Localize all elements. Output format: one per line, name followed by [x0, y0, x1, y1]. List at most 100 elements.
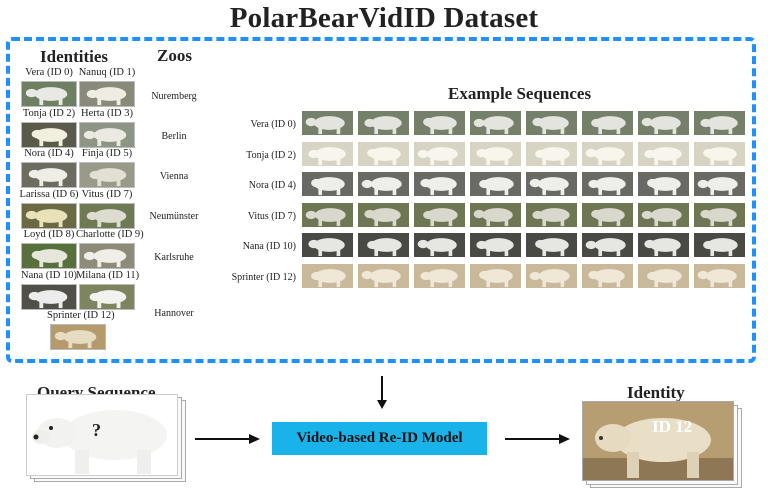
- sequence-frame: [469, 140, 522, 167]
- sequence-frame: [413, 110, 466, 136]
- zoos-header: Zoos: [157, 46, 192, 65]
- sequence-frame: [525, 140, 578, 167]
- identity-thumbnail: [21, 283, 77, 310]
- polar-bear-image: [526, 202, 577, 227]
- identity-header: Identity: [627, 383, 685, 402]
- identity-thumbnail: [79, 283, 135, 310]
- identity-label: Loyd (ID 8): [23, 229, 75, 240]
- sequence-frame: [301, 140, 354, 167]
- polar-bear-image: [22, 163, 76, 187]
- sequence-frame: [301, 110, 354, 136]
- polar-bear-image: [694, 202, 745, 227]
- polar-bear-image: [694, 141, 745, 166]
- polar-bear-image: [358, 233, 409, 257]
- polar-bear-image: [582, 141, 633, 166]
- polar-bear-image: [358, 141, 409, 166]
- polar-bear-image: [80, 122, 134, 147]
- polar-bear-image: [638, 233, 689, 257]
- polar-bear-image: [638, 263, 689, 288]
- sequence-frame: [357, 201, 410, 228]
- sequence-frame: [469, 201, 522, 228]
- sequence-frame: [581, 201, 634, 228]
- identity-thumbnail: [79, 81, 135, 107]
- dataset-panel: [6, 37, 756, 363]
- polar-bear-image: [302, 141, 353, 166]
- sequences-header: Example Sequences: [448, 84, 592, 103]
- polar-bear-image: [638, 141, 689, 166]
- sequence-frame: [693, 171, 746, 197]
- polar-bear-image: [80, 82, 134, 106]
- sequence-frame: [469, 232, 522, 258]
- zoo-label: Neumünster: [149, 211, 199, 222]
- sequence-frame: [357, 262, 410, 289]
- identity-label: Nanuq (ID 1): [78, 67, 136, 78]
- polar-bear-image: [470, 111, 521, 135]
- polar-bear-image: [51, 325, 105, 349]
- polar-bear-image: [470, 172, 521, 196]
- identity-label: Nora (ID 4): [24, 148, 74, 159]
- polar-bear-image: [470, 141, 521, 166]
- sequence-frame: [693, 232, 746, 258]
- sequence-frame: [301, 201, 354, 228]
- sequence-frame: [637, 110, 690, 136]
- sequence-frame: [693, 140, 746, 167]
- identity-thumbnail: [21, 162, 77, 188]
- polar-bear-image: [302, 202, 353, 227]
- polar-bear-image: [694, 263, 745, 288]
- identity-thumbnail: [79, 243, 135, 269]
- polar-bear-image: [638, 111, 689, 135]
- identity-thumbnail: [79, 162, 135, 188]
- polar-bear-image: [22, 82, 76, 106]
- sequence-frame: [357, 140, 410, 167]
- polar-bear-image: [470, 263, 521, 288]
- polar-bear-image: [526, 111, 577, 135]
- sequence-frame: [581, 262, 634, 289]
- polar-bear-image: [694, 172, 745, 196]
- polar-bear-image: [358, 263, 409, 288]
- polar-bear-image: [694, 111, 745, 135]
- identity-label: Finja (ID 5): [81, 148, 133, 159]
- identity-thumbnail: [21, 121, 77, 148]
- polar-bear-image: [22, 122, 76, 147]
- sequence-frame: [525, 110, 578, 136]
- polar-bear-image: [414, 233, 465, 257]
- identity-label: Larissa (ID 6): [19, 188, 79, 200]
- sequence-frame: [357, 110, 410, 136]
- polar-bear-image: [638, 202, 689, 227]
- sequence-frame: [693, 110, 746, 136]
- identity-result: ID 12: [652, 417, 693, 436]
- polar-bear-image: [638, 172, 689, 196]
- sequence-label: Nora (ID 4): [248, 180, 296, 191]
- sequence-frame: [301, 262, 354, 289]
- right-arrow-icon: [195, 434, 260, 444]
- polar-bear-image: [470, 202, 521, 227]
- identity-label: Vitus (ID 7): [81, 188, 133, 200]
- identity-label: Herta (ID 3): [81, 107, 133, 119]
- identity-label: Charlotte (ID 9): [76, 229, 144, 240]
- polar-bear-image: [414, 172, 465, 196]
- polar-bear-image: [414, 202, 465, 227]
- sequence-frame: [693, 262, 746, 289]
- identity-label: Sprinter (ID 12): [47, 310, 115, 321]
- identity-label: Vera (ID 0): [25, 67, 73, 78]
- sequence-label: Nana (ID 10): [242, 241, 296, 252]
- sequence-frame: [413, 140, 466, 167]
- polar-bear-image: [80, 284, 134, 309]
- polar-bear-image: [526, 233, 577, 257]
- reid-model-box: Video-based Re-ID Model: [272, 422, 487, 455]
- polar-bear-image: [80, 203, 134, 228]
- sequence-frame: [301, 171, 354, 197]
- identities-header: Identities: [40, 47, 108, 66]
- sequence-label: Vera (ID 0): [250, 119, 296, 130]
- identity-label: Milana (ID 11): [76, 269, 140, 281]
- polar-bear-image: [582, 263, 633, 288]
- zoo-label: Nuremberg: [151, 91, 197, 102]
- zoo-label: Karlsruhe: [154, 252, 194, 263]
- sequence-frame: [693, 201, 746, 228]
- polar-bear-image: [583, 402, 733, 480]
- identity-thumbnail: [21, 202, 77, 229]
- identity-thumbnail: [79, 121, 135, 148]
- sequence-frame: [469, 110, 522, 136]
- sequence-frame: [525, 232, 578, 258]
- polar-bear-image: [22, 203, 76, 228]
